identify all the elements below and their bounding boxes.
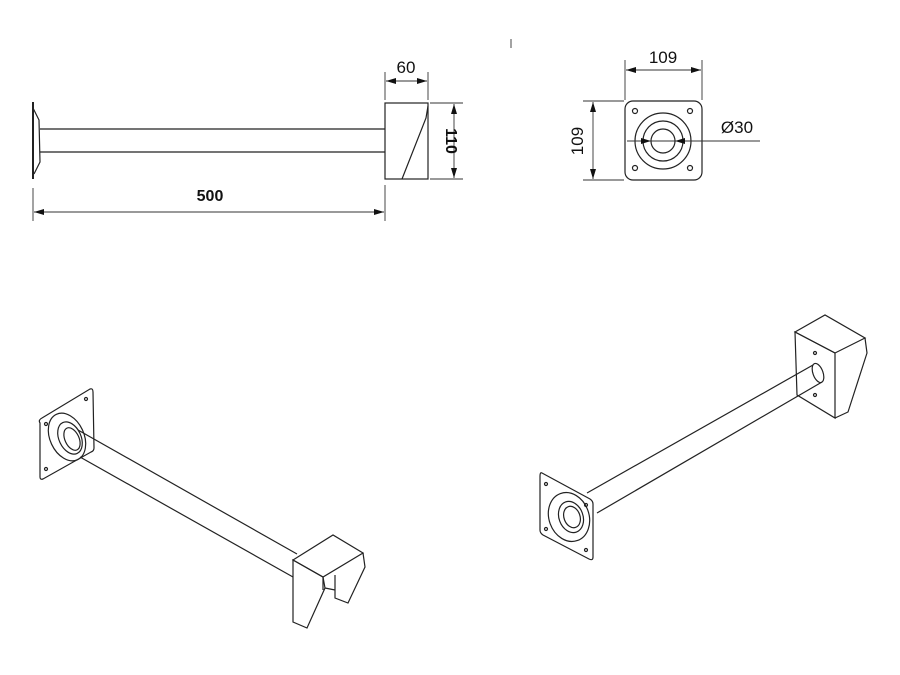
iso-head-front	[292, 558, 326, 629]
iso-tube-top	[586, 364, 814, 494]
iso-head-top	[291, 534, 365, 578]
mounting-plate	[624, 100, 703, 181]
iso-tube-top	[77, 429, 298, 555]
flange-profile	[32, 107, 41, 175]
iso-plate	[539, 472, 594, 561]
bolt-hole	[631, 107, 639, 115]
iso-tube-bottom	[79, 456, 294, 578]
dim-head-width: 60	[397, 58, 416, 77]
head-slant	[401, 105, 429, 180]
isometric-view-right	[539, 314, 868, 561]
bolt-hole	[686, 107, 694, 115]
dim-plate-height: 109	[568, 127, 587, 155]
iso-head-front	[794, 330, 836, 420]
dim-length: 500	[197, 188, 224, 205]
iso-plate	[38, 388, 95, 480]
dim-tube-diameter: Ø30	[721, 118, 753, 137]
dim-head-height: 110	[442, 128, 459, 154]
bolt-hole	[686, 164, 694, 172]
iso-tube-bottom	[596, 381, 823, 514]
dim-plate-width: 109	[649, 48, 677, 67]
side-view	[32, 72, 463, 221]
isometric-view-left	[38, 388, 366, 629]
iso-head-side	[834, 337, 868, 419]
bolt-hole	[631, 164, 639, 172]
head-block	[384, 102, 429, 180]
front-view	[583, 60, 760, 181]
iso-head-top	[793, 314, 867, 354]
